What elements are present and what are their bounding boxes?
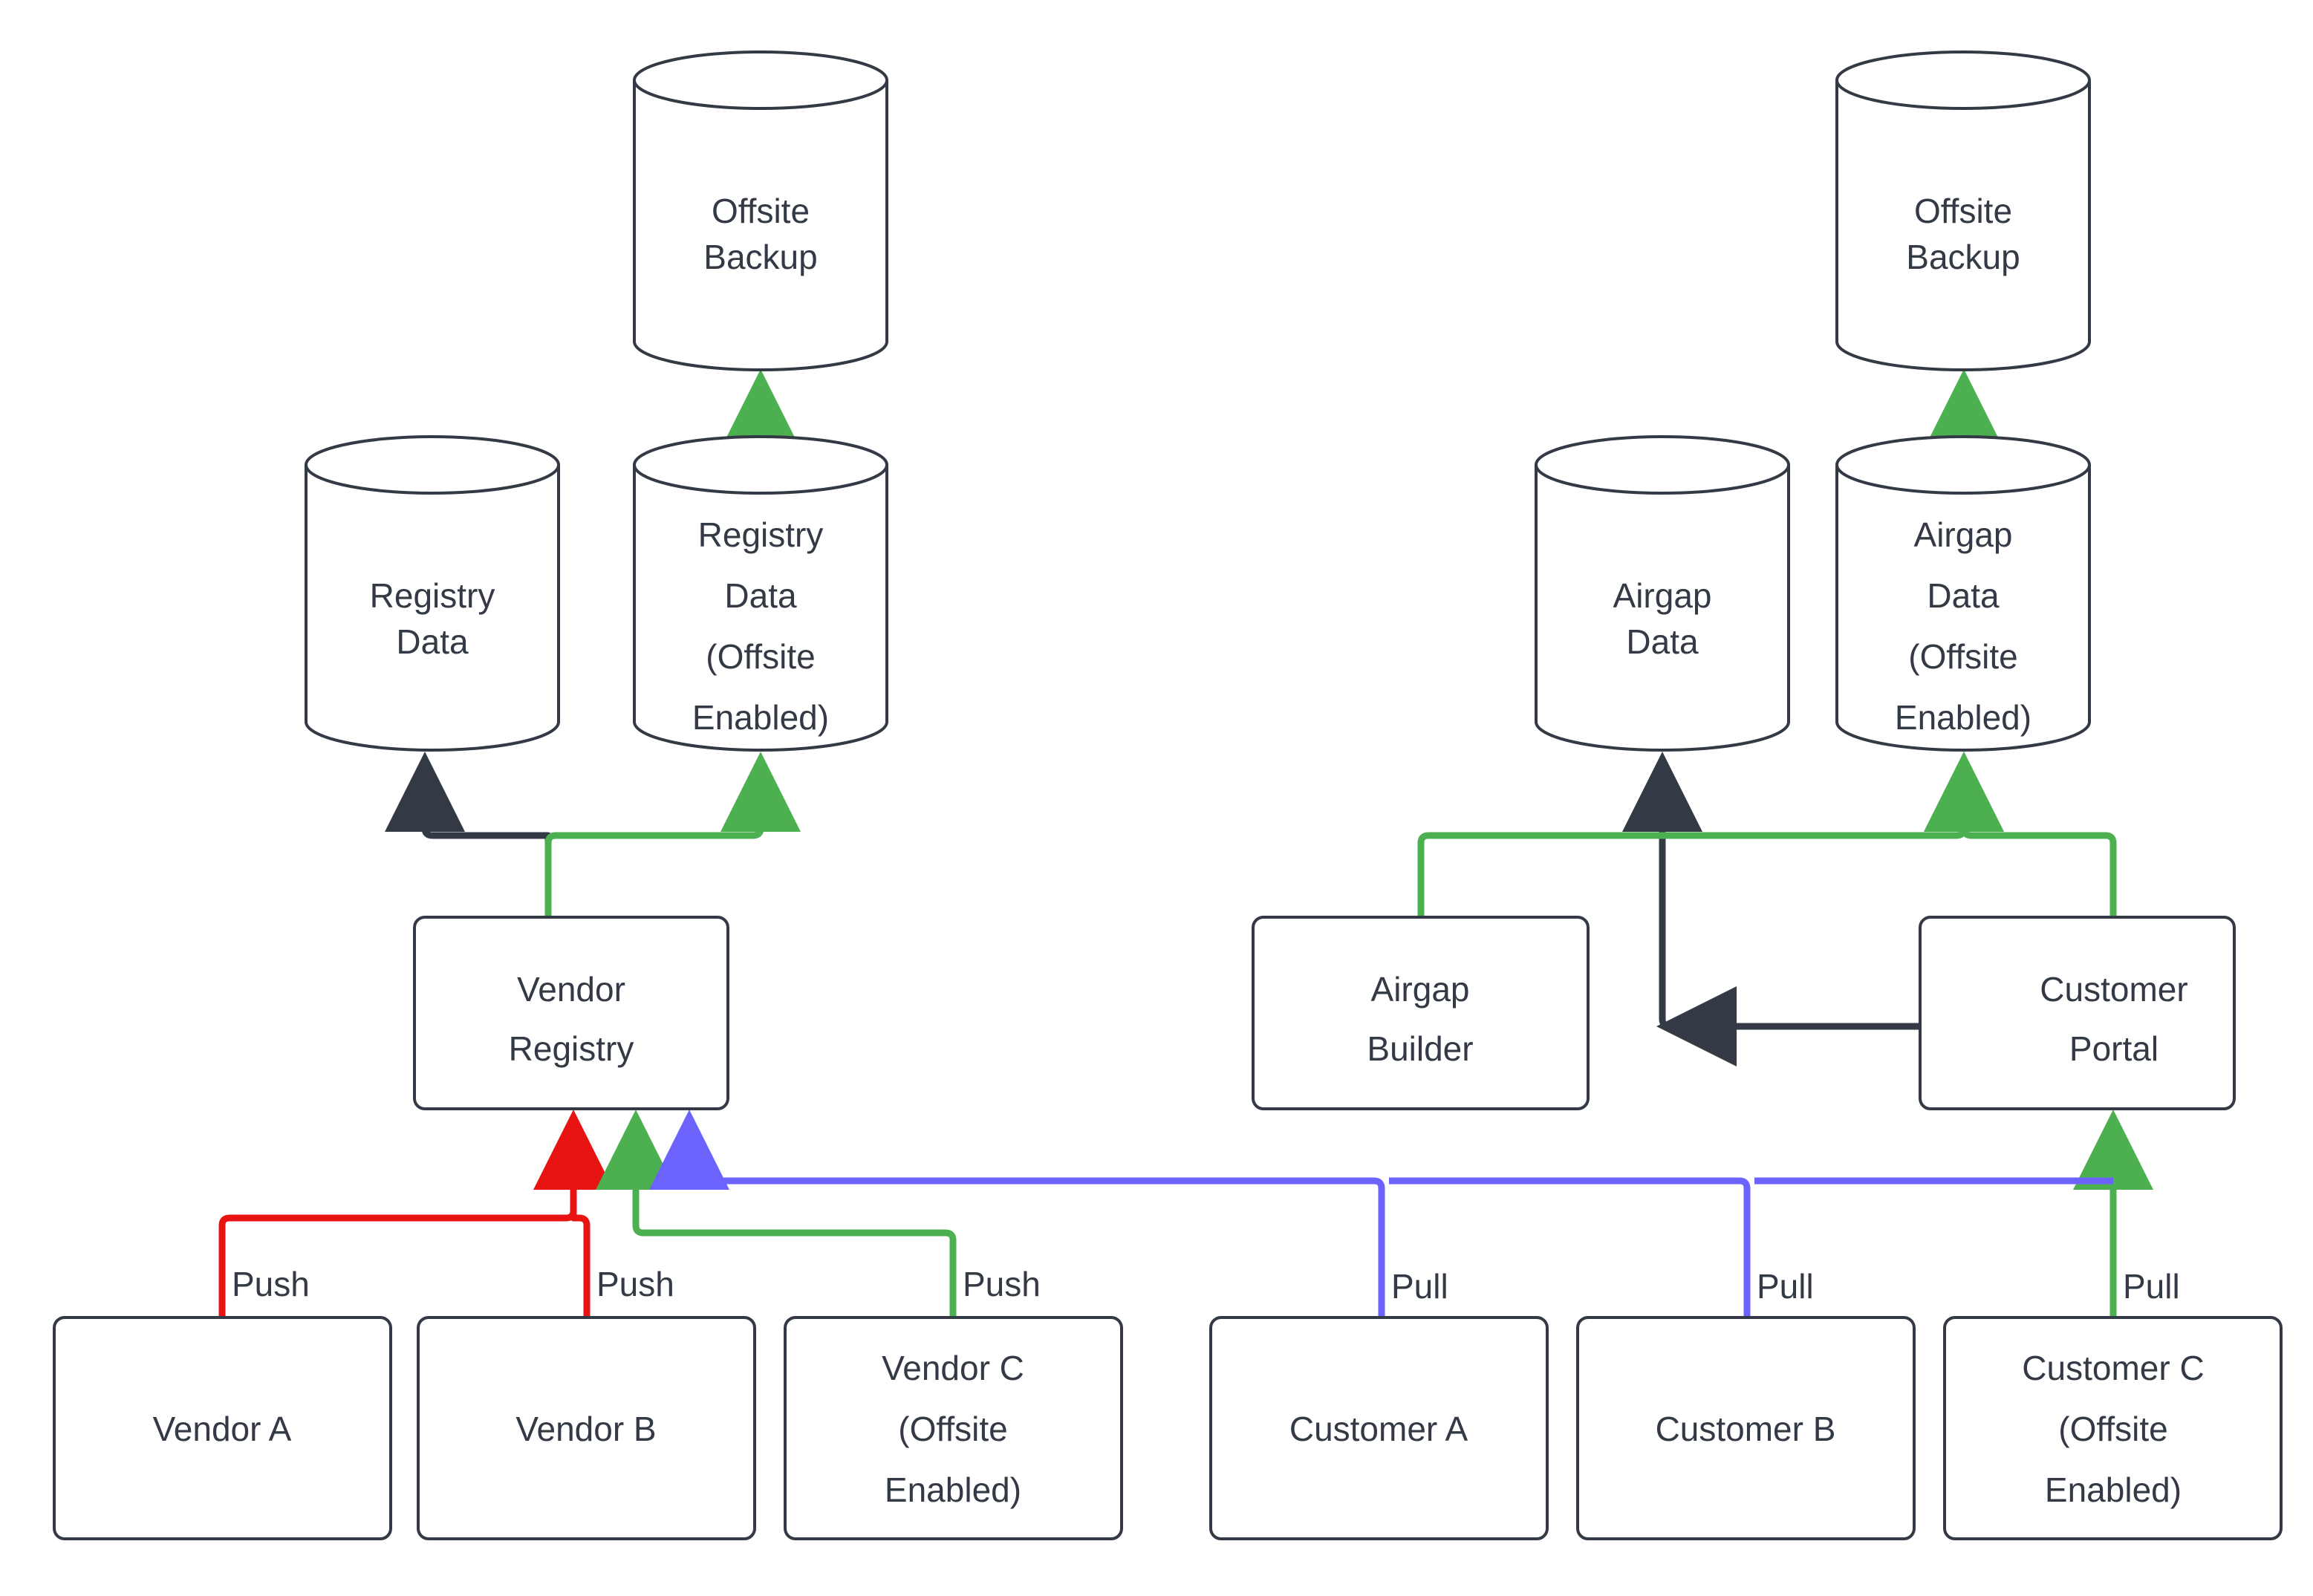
- edge-vendorregistry-to-registrydata: [385, 752, 552, 917]
- airgap-builder-line1: Airgap: [1371, 970, 1470, 1009]
- node-customer-c[interactable]: Customer C (Offsite Enabled): [1943, 1316, 2283, 1540]
- node-vendor-b[interactable]: Vendor B: [417, 1316, 756, 1540]
- registry-data-offsite-line4: Enabled): [692, 698, 829, 737]
- customer-portal-line2: Portal: [2069, 1029, 2159, 1068]
- edges-layer: [218, 369, 2153, 1317]
- node-offsite-backup-left[interactable]: Offsite Backup: [633, 51, 888, 371]
- edge-label-push-1: Push: [232, 1265, 310, 1303]
- edge-vendorb-to-vendorregistry: [570, 1123, 591, 1317]
- registry-data-line1: Registry: [370, 576, 495, 615]
- registry-data-offsite-line2: Data: [724, 576, 797, 615]
- customer-b-label: Customer B: [1656, 1410, 1836, 1448]
- edge-label-push-2: Push: [596, 1265, 674, 1303]
- customer-c-line2: (Offsite: [2058, 1410, 2167, 1448]
- offsite-backup-right-line2: Backup: [1906, 238, 2020, 276]
- vendor-c-line3: Enabled): [885, 1470, 1021, 1509]
- edge-customerportal-to-airgapdata: [1622, 752, 1920, 1030]
- vendor-registry-line2: Registry: [509, 1029, 634, 1068]
- edge-label-push-3: Push: [963, 1265, 1041, 1303]
- airgap-data-offsite-line2: Data: [1927, 576, 2000, 615]
- vendor-registry-line1: Vendor: [517, 970, 625, 1009]
- edge-customerb-to-vendorregistry: [1389, 1177, 1751, 1317]
- node-registry-data-offsite[interactable]: Registry Data (Offsite Enabled): [633, 435, 888, 752]
- offsite-backup-left-line1: Offsite: [712, 192, 810, 230]
- airgap-data-offsite-line3: (Offsite: [1908, 637, 2017, 676]
- node-offsite-backup-right[interactable]: Offsite Backup: [1835, 51, 2091, 371]
- vendor-c-line2: (Offsite: [898, 1410, 1007, 1448]
- vendor-c-line1: Vendor C: [882, 1349, 1024, 1387]
- edge-label-pull-2: Pull: [1757, 1267, 1814, 1306]
- node-airgap-builder[interactable]: Airgap Builder: [1252, 916, 1590, 1110]
- customer-portal-line1: Customer: [2040, 970, 2187, 1009]
- airgap-data-line1: Airgap: [1613, 576, 1712, 615]
- airgap-builder-line2: Builder: [1367, 1029, 1473, 1068]
- airgap-data-line2: Data: [1626, 622, 1699, 661]
- edge-labels-layer: Push Push Push Pull Pull Pull: [232, 1265, 2180, 1306]
- registry-data-line2: Data: [396, 622, 469, 661]
- node-vendor-c[interactable]: Vendor C (Offsite Enabled): [784, 1316, 1123, 1540]
- node-airgap-data-offsite[interactable]: Airgap Data (Offsite Enabled): [1835, 435, 2091, 752]
- offsite-backup-left-line2: Backup: [703, 238, 817, 276]
- vendor-a-label: Vendor A: [153, 1410, 292, 1448]
- node-airgap-data[interactable]: Airgap Data: [1535, 435, 1790, 752]
- edge-label-pull-3: Pull: [2123, 1267, 2180, 1306]
- edge-label-pull-1: Pull: [1391, 1267, 1448, 1306]
- offsite-backup-right-line1: Offsite: [1914, 192, 2012, 230]
- registry-data-offsite-line1: Registry: [698, 515, 824, 554]
- edge-vendorregistry-to-registrydataoffsite: [544, 752, 801, 917]
- node-registry-data[interactable]: Registry Data: [305, 435, 560, 752]
- registry-data-offsite-line3: (Offsite: [706, 637, 815, 676]
- node-vendor-registry[interactable]: Vendor Registry: [413, 916, 729, 1110]
- airgap-data-offsite-line1: Airgap: [1914, 515, 2013, 554]
- edge-customerportal-to-airgapdataoffsite: [1924, 752, 2117, 917]
- node-customer-b[interactable]: Customer B: [1576, 1316, 1916, 1540]
- node-customer-portal[interactable]: Customer Portal: [1919, 916, 2236, 1110]
- customer-c-line3: Enabled): [2045, 1470, 2182, 1509]
- vendor-b-label: Vendor B: [515, 1410, 656, 1448]
- edge-airgapbuilder-to-airgapdataoffsite: [1417, 752, 2004, 917]
- edge-vendorc-path: [596, 1110, 957, 1317]
- customer-c-line1: Customer C: [2022, 1349, 2204, 1387]
- customer-a-label: Customer A: [1289, 1410, 1468, 1448]
- airgap-data-offsite-line4: Enabled): [1895, 698, 2031, 737]
- node-vendor-a[interactable]: Vendor A: [53, 1316, 392, 1540]
- node-customer-a[interactable]: Customer A: [1209, 1316, 1549, 1540]
- edge-customera-to-vendorregistry: [649, 1110, 1385, 1317]
